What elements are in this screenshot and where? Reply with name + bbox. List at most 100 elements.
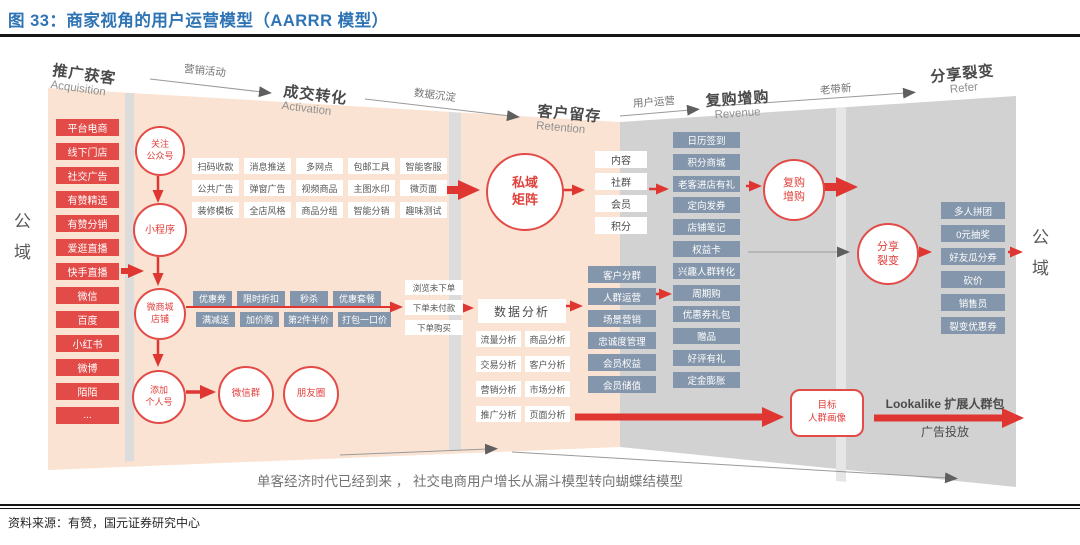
crm-tool: 场景营销 [588,310,656,327]
channel-item: 社交广告 [56,167,119,184]
analysis-item: 营销分析 [476,381,521,397]
figure-caption: 单客经济时代已经到来 ， 社交电商用户增长从漏斗模型转向蝴蝶结模型 [256,474,683,489]
promo-tool: 优惠套餐 [333,291,382,306]
activation-tool: 消息推送 [244,158,291,174]
touchpoint-personal-account: 添加 个人号 [132,370,186,424]
revenue-tool: 店铺笔记 [673,219,740,236]
flow-label-operation: 用户运营 [632,95,676,110]
retention-asset: 社群 [595,173,647,190]
retention-asset: 内容 [595,151,647,168]
channel-item: 平台电商 [56,119,119,136]
activation-tool: 微页面 [400,180,447,196]
acquisition-channel-list: 平台电商 线下门店 社交广告 有赞精选 有赞分销 爱逛直播 快手直播 微信 百度… [56,119,119,424]
promo-tool: 满减送 [196,312,236,327]
revenue-tool: 积分商城 [673,153,740,170]
channel-item: 微博 [56,359,119,376]
revenue-tool: 兴趣人群转化 [673,262,740,279]
channel-item: ... [56,407,119,424]
refer-tool: 好友瓜分券 [941,248,1005,265]
bottom-rule-2 [0,508,1080,509]
order-state: 浏览未下单 [405,280,463,295]
refer-tool: 0元抽奖 [941,225,1005,242]
crm-tool: 人群运营 [588,288,656,305]
channel-item: 微信 [56,287,119,304]
analysis-item: 流量分析 [476,331,521,347]
wechat-group-circle: 微信群 [218,366,274,422]
share-fission-circle: 分享 裂变 [857,223,919,285]
crm-tool: 会员储值 [588,376,656,393]
revenue-tool: 日历签到 [673,132,740,148]
repurchase-circle: 复购 增购 [763,159,825,221]
stage-revenue: 复购增购 Revenue [705,86,771,122]
channel-item: 快手直播 [56,263,119,280]
ad-delivery-label: 广告投放 [920,425,969,439]
activation-tool: 弹窗广告 [244,180,291,196]
lookalike-label: Lookalike 扩展人群包 [885,397,1005,411]
crm-tool: 忠诚度管理 [588,332,656,349]
channel-item: 百度 [56,311,119,328]
revenue-tool-list: 日历签到 积分商城 老客进店有礼 定向发券 店铺笔记 权益卡 兴趣人群转化 周期… [673,132,740,388]
revenue-tool: 定向发券 [673,197,740,214]
activation-tool: 趣味测试 [400,202,447,218]
figure-title: 图 33：商家视角的用户运营模型（AARRR 模型） [8,12,389,30]
revenue-tool: 权益卡 [673,240,740,257]
promo-tool: 加价购 [240,312,280,327]
stage-retention: 客户留存 Retention [536,100,603,137]
order-state: 下单购买 [405,320,463,335]
revenue-tool: 好评有礼 [673,349,740,366]
order-state: 下单未付款 [405,300,463,315]
private-matrix-circle: 私域 矩阵 [486,153,564,231]
channel-item: 线下门店 [56,143,119,160]
activation-tool: 包邮工具 [348,158,395,174]
touchpoint-mini-program: 小程序 [133,203,187,257]
analysis-item: 推广分析 [476,406,521,422]
activation-tool: 公共广告 [192,180,239,196]
revenue-tool: 优惠券礼包 [673,306,740,323]
activation-tool: 扫码收款 [192,158,239,174]
moments-circle: 朋友圈 [283,366,339,422]
crm-tool: 会员权益 [588,354,656,371]
data-analysis-grid: 流量分析 商品分析 交易分析 客户分析 营销分析 市场分析 推广分析 页面分析 [476,331,570,422]
revenue-tool: 老客进店有礼 [673,175,740,192]
channel-item: 陌陌 [56,383,119,400]
analysis-item: 交易分析 [476,356,521,372]
promo-tool: 优惠券 [193,291,233,306]
activation-tool: 全店风格 [244,202,291,218]
analysis-item: 客户分析 [525,356,570,372]
activation-tool: 多网点 [296,158,343,174]
promo-tool: 打包一口价 [338,312,392,327]
refer-tool: 销售员 [941,294,1005,311]
revenue-tool: 定金膨胀 [673,371,740,388]
activation-tool: 智能分销 [348,202,395,218]
activation-tool: 智能客服 [400,158,447,174]
public-domain-left: 公域 [14,212,32,262]
data-analysis-title: 数据分析 [478,299,566,323]
public-domain-right: 公域 [1032,228,1050,278]
target-audience-box: 目标 人群画像 [790,389,864,437]
activation-tool: 装修模板 [192,202,239,218]
revenue-tool: 赠品 [673,328,740,345]
activation-tool: 主图水印 [348,180,395,196]
promo-tool: 限时折扣 [237,291,286,306]
channel-item: 小红书 [56,335,119,352]
activation-tool-grid: 扫码收款 消息推送 多网点 包邮工具 智能客服 公共广告 弹窗广告 视频商品 主… [192,158,447,218]
retention-asset-list: 内容 社群 会员 积分 [595,151,647,234]
retention-asset: 积分 [595,217,647,234]
top-rule [0,34,1080,37]
channel-item: 爱逛直播 [56,239,119,256]
channel-item: 有赞分销 [56,215,119,232]
retention-asset: 会员 [595,195,647,212]
analysis-item: 市场分析 [525,381,570,397]
activation-tool: 视频商品 [296,180,343,196]
activation-tool: 商品分组 [296,202,343,218]
promo-row-1: 优惠券 限时折扣 秒杀 优惠套餐 [193,291,382,306]
crm-tool: 客户分群 [588,266,656,283]
promo-row-2: 满减送 加价购 第2件半价 打包一口价 [196,312,392,327]
channel-item: 有赞精选 [56,191,119,208]
refer-tool-list: 多人拼团 0元抽奖 好友瓜分券 砍价 销售员 裂变优惠券 [941,202,1005,334]
refer-tool: 砍价 [941,271,1005,288]
flow-label-referral: 老带新 [819,82,852,97]
revenue-tool: 周期购 [673,284,740,301]
